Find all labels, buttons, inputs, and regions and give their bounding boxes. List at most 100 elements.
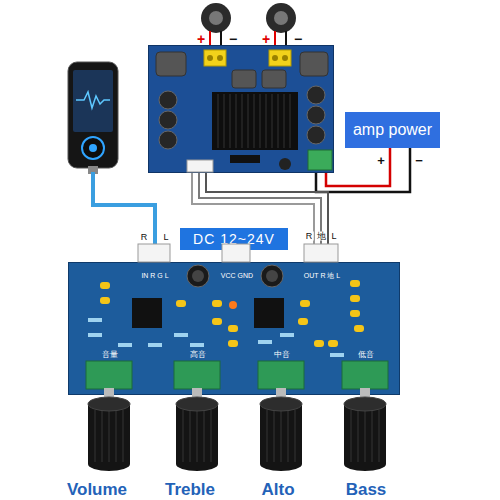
knob-ribs — [95, 410, 123, 462]
power-wire — [316, 148, 410, 192]
power-connector — [222, 244, 250, 262]
polarity-mark: + — [377, 154, 385, 167]
phone-button — [82, 137, 104, 159]
capacitor — [307, 86, 325, 104]
capacitor — [261, 265, 283, 287]
led — [229, 301, 237, 309]
knob-body — [260, 404, 302, 464]
knob-name: 音量 — [102, 351, 118, 359]
knob-shaft — [104, 388, 114, 404]
knob-name: 中音 — [274, 351, 290, 359]
potentiometer — [174, 361, 220, 389]
small-capacitor — [350, 280, 360, 287]
polarity-mark: − — [229, 32, 237, 46]
knob-ribs — [267, 410, 295, 462]
capacitor — [307, 126, 325, 144]
small-capacitor — [212, 318, 222, 325]
knob — [344, 388, 386, 471]
channel-label: 地 — [316, 232, 327, 241]
knob-name: 高音 — [190, 351, 206, 359]
knob-top — [88, 397, 130, 411]
speaker-cone — [274, 11, 288, 25]
small-capacitor — [228, 325, 238, 332]
input-connector — [138, 244, 170, 262]
voltage-label: DC 12~24V — [180, 228, 288, 250]
knob-ribs — [183, 410, 211, 462]
ic-chip — [132, 298, 162, 328]
power-wire — [326, 148, 390, 186]
pin-label: IN R G L — [141, 272, 168, 279]
resistor — [118, 343, 132, 347]
knob-label: Volume — [67, 481, 127, 498]
polarity-mark: − — [294, 32, 302, 46]
capacitor-top — [266, 270, 278, 282]
heatsink — [212, 92, 298, 150]
terminal-block — [269, 50, 291, 66]
terminal-screw — [272, 55, 278, 61]
potentiometer — [86, 361, 132, 389]
knob-base — [344, 457, 386, 471]
potentiometer — [342, 361, 388, 389]
knob-top — [176, 397, 218, 411]
resistor — [330, 353, 344, 357]
terminal-block — [204, 50, 226, 66]
small-capacitor — [350, 310, 360, 317]
potentiometer — [258, 361, 304, 389]
speaker — [201, 3, 231, 33]
small-capacitor — [354, 325, 364, 332]
knob-base — [176, 457, 218, 471]
small-capacitor — [314, 340, 324, 347]
knob-ribs — [351, 410, 379, 462]
capacitor-top — [192, 270, 204, 282]
knob-label: Bass — [346, 481, 387, 498]
tone-board: IN R G LVCC GNDOUT R 地 L音量高音中音低音 — [68, 262, 400, 395]
capacitor — [159, 131, 177, 149]
chip — [230, 155, 260, 163]
amp-board: +−+− — [148, 45, 334, 173]
pin-label: OUT R 地 L — [304, 272, 340, 279]
small-capacitor — [328, 340, 338, 347]
phone-screen — [73, 70, 113, 132]
heatsink-fins — [218, 94, 290, 148]
knob-shaft — [276, 388, 286, 404]
terminal-screw — [282, 55, 288, 61]
resistor — [88, 333, 102, 337]
resistors — [88, 318, 344, 357]
inductor — [300, 52, 328, 76]
connector-group — [199, 148, 390, 262]
speaker-cone — [209, 11, 223, 25]
knob-shaft — [360, 388, 370, 404]
knob-body — [88, 404, 130, 464]
knob-top — [260, 397, 302, 411]
channel-label: L — [330, 232, 337, 241]
knob-body — [344, 404, 386, 464]
small-capacitor — [300, 300, 310, 307]
signal-wire — [192, 173, 314, 262]
inductor — [262, 70, 286, 88]
resistor — [280, 333, 294, 337]
capacitor — [279, 158, 291, 170]
knob — [88, 388, 130, 471]
ic-chip — [254, 298, 284, 328]
knob-top — [344, 397, 386, 411]
knob — [260, 388, 302, 471]
resistor — [190, 343, 204, 347]
capacitor — [159, 91, 177, 109]
channel-label: L — [163, 233, 168, 242]
small-capacitor — [100, 297, 110, 304]
speaker — [266, 3, 296, 33]
capacitor — [307, 106, 325, 124]
resistor — [258, 340, 272, 344]
knob-label: Alto — [261, 481, 294, 498]
small-capacitor — [298, 318, 308, 325]
knob-body — [176, 404, 218, 464]
channel-label: R — [141, 233, 148, 242]
channel-label: R — [305, 232, 314, 241]
audio-cable — [93, 172, 155, 246]
small-capacitor — [176, 300, 186, 307]
terminal-screw — [207, 55, 213, 61]
power-terminal — [308, 150, 332, 170]
